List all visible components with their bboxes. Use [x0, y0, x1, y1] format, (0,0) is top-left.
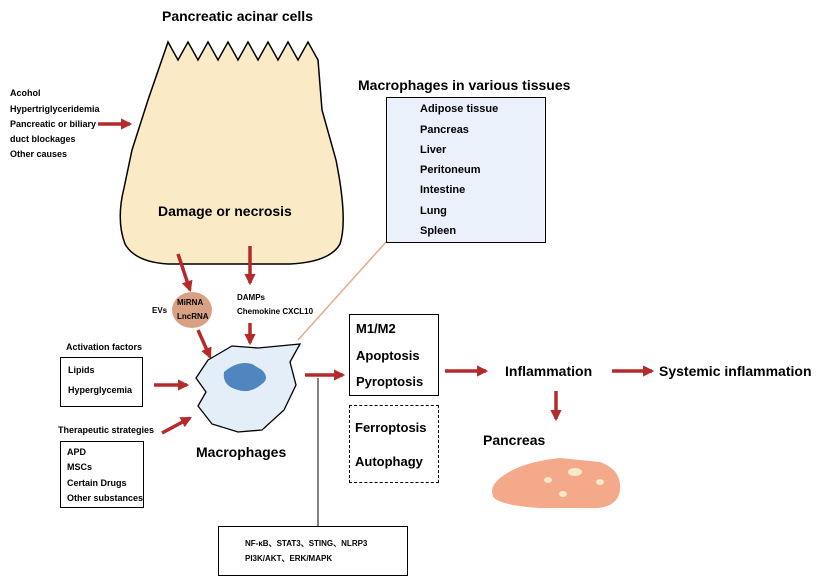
therapeutic-item: MSCs [67, 462, 93, 472]
activation-item: Lipids [68, 365, 95, 375]
damps-label: DAMPs [237, 293, 266, 302]
evs-to-macrophage-arrow [196, 329, 212, 360]
therapy-to-macrophage-arrow [161, 416, 192, 435]
tissue-item: Adipose tissue [420, 103, 499, 115]
therapeutic-item: Certain Drugs [67, 478, 127, 488]
pancreas-spot [596, 479, 604, 485]
outcome-item: Autophagy [355, 454, 423, 469]
cause-item: Other causes [10, 149, 68, 159]
macrophage-nucleus [223, 363, 266, 392]
damage-label: Damage or necrosis [158, 203, 292, 219]
pancreas-organ [492, 458, 621, 508]
acinar-cells-title: Pancreatic acinar cells [162, 8, 313, 24]
inflammation-label: Inflammation [505, 363, 593, 379]
cause-item: Acohol [10, 88, 41, 98]
outcomes-box [349, 314, 439, 396]
pathways-box [218, 526, 408, 576]
outcome-item: Pyroptosis [356, 374, 424, 389]
pathways-line: NF-κB、STAT3、STING、NLRP3 [245, 539, 368, 548]
therapeutic-item: Other substances [67, 493, 144, 503]
tissue-item: Lung [420, 205, 447, 217]
macrophages-label: Macrophages [196, 444, 287, 460]
lncrna-label: LncRNA [177, 312, 209, 321]
pancreas-spot [559, 491, 567, 497]
tissue-item: Pancreas [420, 124, 469, 136]
tissue-item: Liver [420, 144, 447, 156]
chemokine-label: Chemokine CXCL10 [237, 307, 314, 316]
pancreas-label: Pancreas [483, 432, 546, 448]
evs-label: EVs [152, 306, 168, 315]
therapeutic-item: APD [67, 447, 87, 457]
pathways-line: PI3K/AKT、ERK/MAPK [245, 554, 333, 563]
tissues-connector [297, 241, 387, 341]
activation-item: Hyperglycemia [68, 385, 133, 395]
tissue-item: Peritoneum [420, 164, 481, 176]
ev-blob [172, 292, 212, 328]
systemic-inflammation-label: Systemic inflammation [659, 363, 812, 379]
outcome-item: Apoptosis [356, 348, 420, 363]
pancreas-spot [544, 477, 552, 483]
cause-item: Hypertriglyceridemia [10, 104, 100, 114]
outcomes-dashed-box [349, 405, 439, 483]
outcome-item: M1/M2 [356, 321, 396, 336]
outcome-item: Ferroptosis [355, 420, 427, 435]
cause-item: duct blockages [10, 134, 76, 144]
cause-item: Pancreatic or biliary [10, 119, 97, 129]
acinar-cell-shape [119, 40, 344, 265]
mirna-label: MiRNA [177, 298, 204, 307]
therapeutic-title: Therapeutic strategies [58, 425, 155, 435]
tissue-item: Spleen [420, 225, 457, 237]
activation-title: Activation factors [66, 342, 143, 352]
activation-box [60, 357, 143, 407]
tissues-title: Macrophages in various tissues [358, 77, 571, 93]
tissue-item: Intestine [420, 184, 466, 196]
cell-to-evs-arrow [176, 253, 193, 293]
pancreas-spot [568, 468, 582, 476]
therapeutic-box [60, 441, 144, 508]
tissues-box [386, 97, 546, 243]
